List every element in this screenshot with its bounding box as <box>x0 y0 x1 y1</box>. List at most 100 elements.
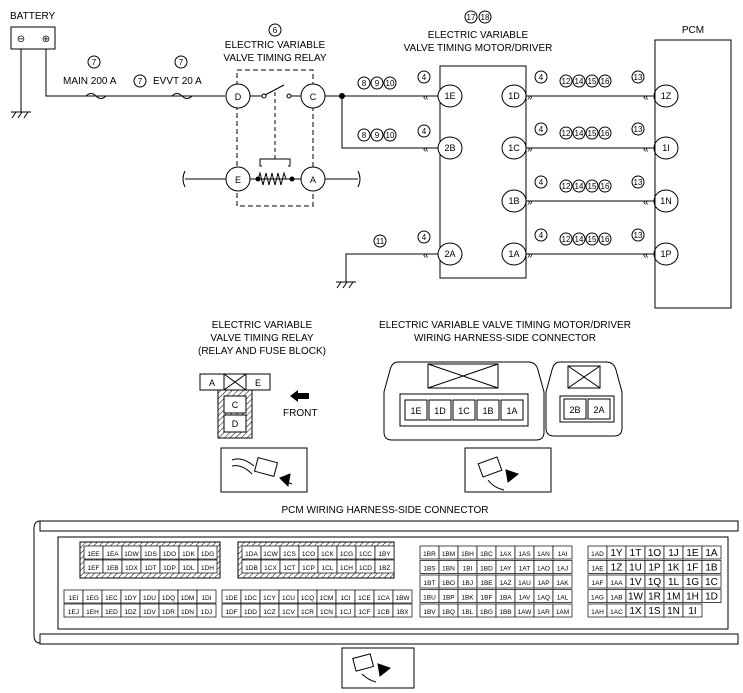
wire-break-icon <box>357 170 361 188</box>
ref-circle <box>559 74 573 88</box>
ref-circle <box>585 179 599 193</box>
pcm-pin-label: 1DI <box>201 595 211 602</box>
pcm-pin-label: 1CJ <box>340 609 352 616</box>
pcm-pin-label: 1BA <box>499 595 512 602</box>
ref-circle <box>417 230 431 244</box>
ref-circle <box>572 126 586 140</box>
pcm-pin-label: 1AX <box>499 551 512 558</box>
ref-circle <box>559 126 573 140</box>
pcm-pin-label: 1CD <box>359 565 372 572</box>
pcm-pin-label: 1AW <box>518 609 533 616</box>
pcm-terminal <box>653 189 679 213</box>
driver-connector-pin <box>587 398 611 420</box>
relay-connector-title-line3: (RELAY AND FUSE BLOCK) <box>198 346 326 357</box>
connector-arrow-icon: « <box>643 197 649 208</box>
pcm-pin-label: 1AI <box>558 551 568 558</box>
ref-number: 4 <box>539 231 544 240</box>
relay-cell-d: D <box>232 419 239 429</box>
connector-arrow-icon: « <box>423 144 429 155</box>
pcm-pin <box>196 603 217 618</box>
pcm-pin-label: 1DX <box>125 565 138 572</box>
pcm-pin-label: 1CS <box>283 551 296 558</box>
wire-relay-to-2b <box>341 96 440 149</box>
relay-connector-face <box>199 373 271 439</box>
relay-connector-title-line2: VALVE TIMING RELAY <box>210 333 314 344</box>
pcm-pin-label: 1CP <box>302 565 315 572</box>
driver-terminal-label: 1C <box>508 143 520 153</box>
pcm-pin <box>552 603 573 618</box>
pcm-pin <box>197 545 218 560</box>
pcm-pin-label: 1BW <box>395 595 410 602</box>
pcm-pin-label: 1BB <box>499 609 511 616</box>
pcm-pin <box>701 589 722 603</box>
pcm-pin-label: 1DT <box>144 565 156 572</box>
pcm-pin-label: 1AC <box>610 609 623 616</box>
ref-number: 12 <box>562 77 571 86</box>
ref-number: 12 <box>562 182 571 191</box>
pcm-pin <box>197 559 218 574</box>
ref-circle <box>478 10 492 24</box>
ref-number: 4 <box>422 73 427 82</box>
ref-number: 9 <box>375 79 380 88</box>
pcm-pin-label: 1AE <box>591 566 604 573</box>
pcm-pin <box>701 560 722 574</box>
wire-break-icon <box>182 170 186 188</box>
pcm-pin-label: 1CN <box>320 609 333 616</box>
driver-connector-pin-label: 1E <box>410 406 421 416</box>
pcm-pin-label: 1CT <box>283 565 295 572</box>
pcm-pin-label: 1O <box>648 548 662 559</box>
relay-coil-icon <box>250 158 301 186</box>
pcm-pin-label: 1EE <box>87 551 100 558</box>
driver-connector-pin-label: 1D <box>434 406 446 416</box>
ref-circle <box>598 179 612 193</box>
pcm-pin-label: 1BV <box>423 609 436 616</box>
pcm-pin-label: 1S <box>648 606 661 617</box>
ref-circle <box>383 128 397 142</box>
ref-number: 15 <box>588 235 597 244</box>
relay-connector-title-line1: ELECTRIC VARIABLE <box>212 320 313 331</box>
relay-title-line1: ELECTRIC VARIABLE <box>225 40 326 51</box>
ref-circle <box>534 228 548 242</box>
pcm-pin-label: 1A <box>705 548 718 559</box>
pcm-pin-label: 1P <box>648 563 661 574</box>
battery-positive-wire <box>45 49 225 97</box>
pcm-pin-label: 1DN <box>181 609 194 616</box>
ref-number: 8 <box>362 79 367 88</box>
pcm-pin-label: 1CQ <box>301 595 314 602</box>
pcm-pin-label: 1DZ <box>124 609 136 616</box>
pcm-pin-label: 1AP <box>537 580 549 587</box>
pcm-pin-label: 1BG <box>480 609 493 616</box>
pcm-pin-label: 1T <box>630 548 642 559</box>
relay-switch-icon <box>250 84 301 160</box>
pcm-pin-label: 1CC <box>359 551 372 558</box>
ref-number: 16 <box>601 77 610 86</box>
ref-number: 10 <box>386 79 395 88</box>
ground-icon <box>336 281 356 289</box>
pcm-pin-label: 1AQ <box>537 595 550 602</box>
ref-number: 8 <box>362 131 367 140</box>
ref-number: 14 <box>575 77 584 86</box>
pcm-pin-label: 1CL <box>322 565 334 572</box>
pcm-pin-label: 1AA <box>610 580 623 587</box>
pcm-pin-label: 1AJ <box>557 566 568 573</box>
pcm-pin-label: 1CX <box>264 565 277 572</box>
pcm-pin <box>701 574 722 589</box>
ref-number: 10 <box>386 131 395 140</box>
pcm-pin-label: 1C <box>705 577 718 588</box>
ref-circle <box>572 74 586 88</box>
driver-connector-pin <box>452 399 476 421</box>
pcm-pin-label: 1AY <box>500 566 512 573</box>
pcm-pin-label: 1W <box>628 592 644 603</box>
pcm-pin-label: 1CV <box>282 609 295 616</box>
ref-circle <box>631 122 645 136</box>
connector-arrow-icon: « <box>643 92 649 103</box>
pcm-pin-label: 1DD <box>244 609 257 616</box>
pcm-pin-label: 1DV <box>143 609 156 616</box>
driver-connector-title-line1: ELECTRIC VARIABLE VALVE TIMING MOTOR/DRI… <box>379 320 631 331</box>
pcm-pin-label: 1EA <box>106 551 119 558</box>
pcm-pin-label: 1CG <box>340 551 353 558</box>
pcm-pin-label: 1B <box>705 563 718 574</box>
connector-hand-icon <box>464 447 552 493</box>
pcm-pin <box>552 574 573 589</box>
pcm-pin-label: 1AF <box>592 580 604 587</box>
